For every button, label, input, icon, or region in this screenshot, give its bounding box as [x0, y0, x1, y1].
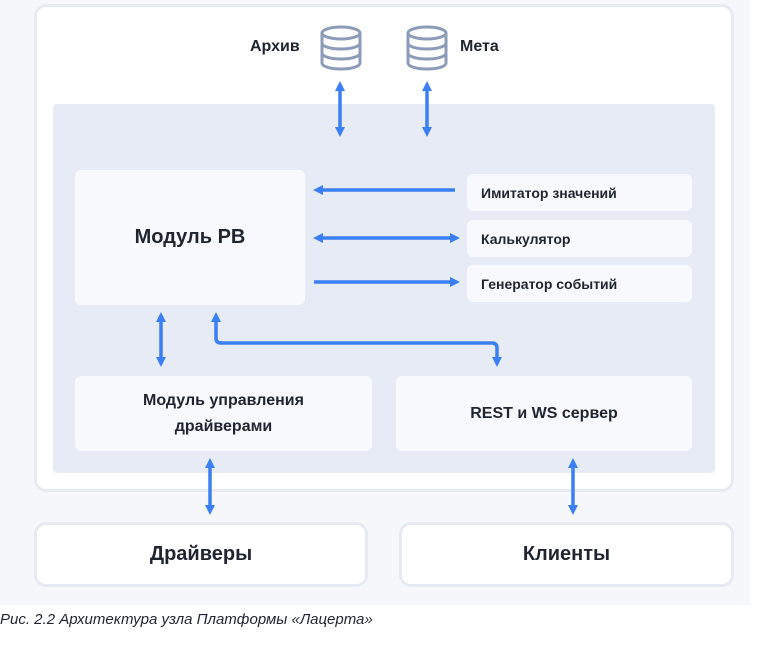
meta-label: Мета — [460, 38, 499, 55]
rest-ws-server-box: REST и WS сервер — [396, 376, 692, 451]
figure-caption: Рис. 2.2 Архитектура узла Платформы «Лац… — [0, 611, 373, 628]
simulator-label: Имитатор значений — [481, 184, 617, 201]
module-pb-box: Модуль РВ — [75, 170, 305, 305]
event-generator-box: Генератор событий — [467, 265, 692, 302]
module-pb-label: Модуль РВ — [134, 226, 246, 248]
calculator-box: Калькулятор — [467, 220, 692, 257]
event-generator-label: Генератор событий — [481, 275, 618, 292]
archive-label: Архив — [250, 38, 300, 55]
meta-database-icon — [406, 25, 448, 71]
archive-database-icon — [320, 25, 362, 71]
drivers-label: Драйверы — [149, 543, 253, 565]
driver-management-label: Модуль управления драйверами — [143, 391, 304, 435]
rest-ws-server-label: REST и WS сервер — [470, 404, 618, 422]
clients-label: Клиенты — [522, 543, 611, 565]
clients-box: Клиенты — [399, 522, 734, 587]
simulator-box: Имитатор значений — [467, 174, 692, 211]
calculator-label: Калькулятор — [481, 230, 571, 247]
driver-management-box: Модуль управления драйверами — [75, 376, 372, 451]
drivers-box: Драйверы — [34, 522, 368, 587]
